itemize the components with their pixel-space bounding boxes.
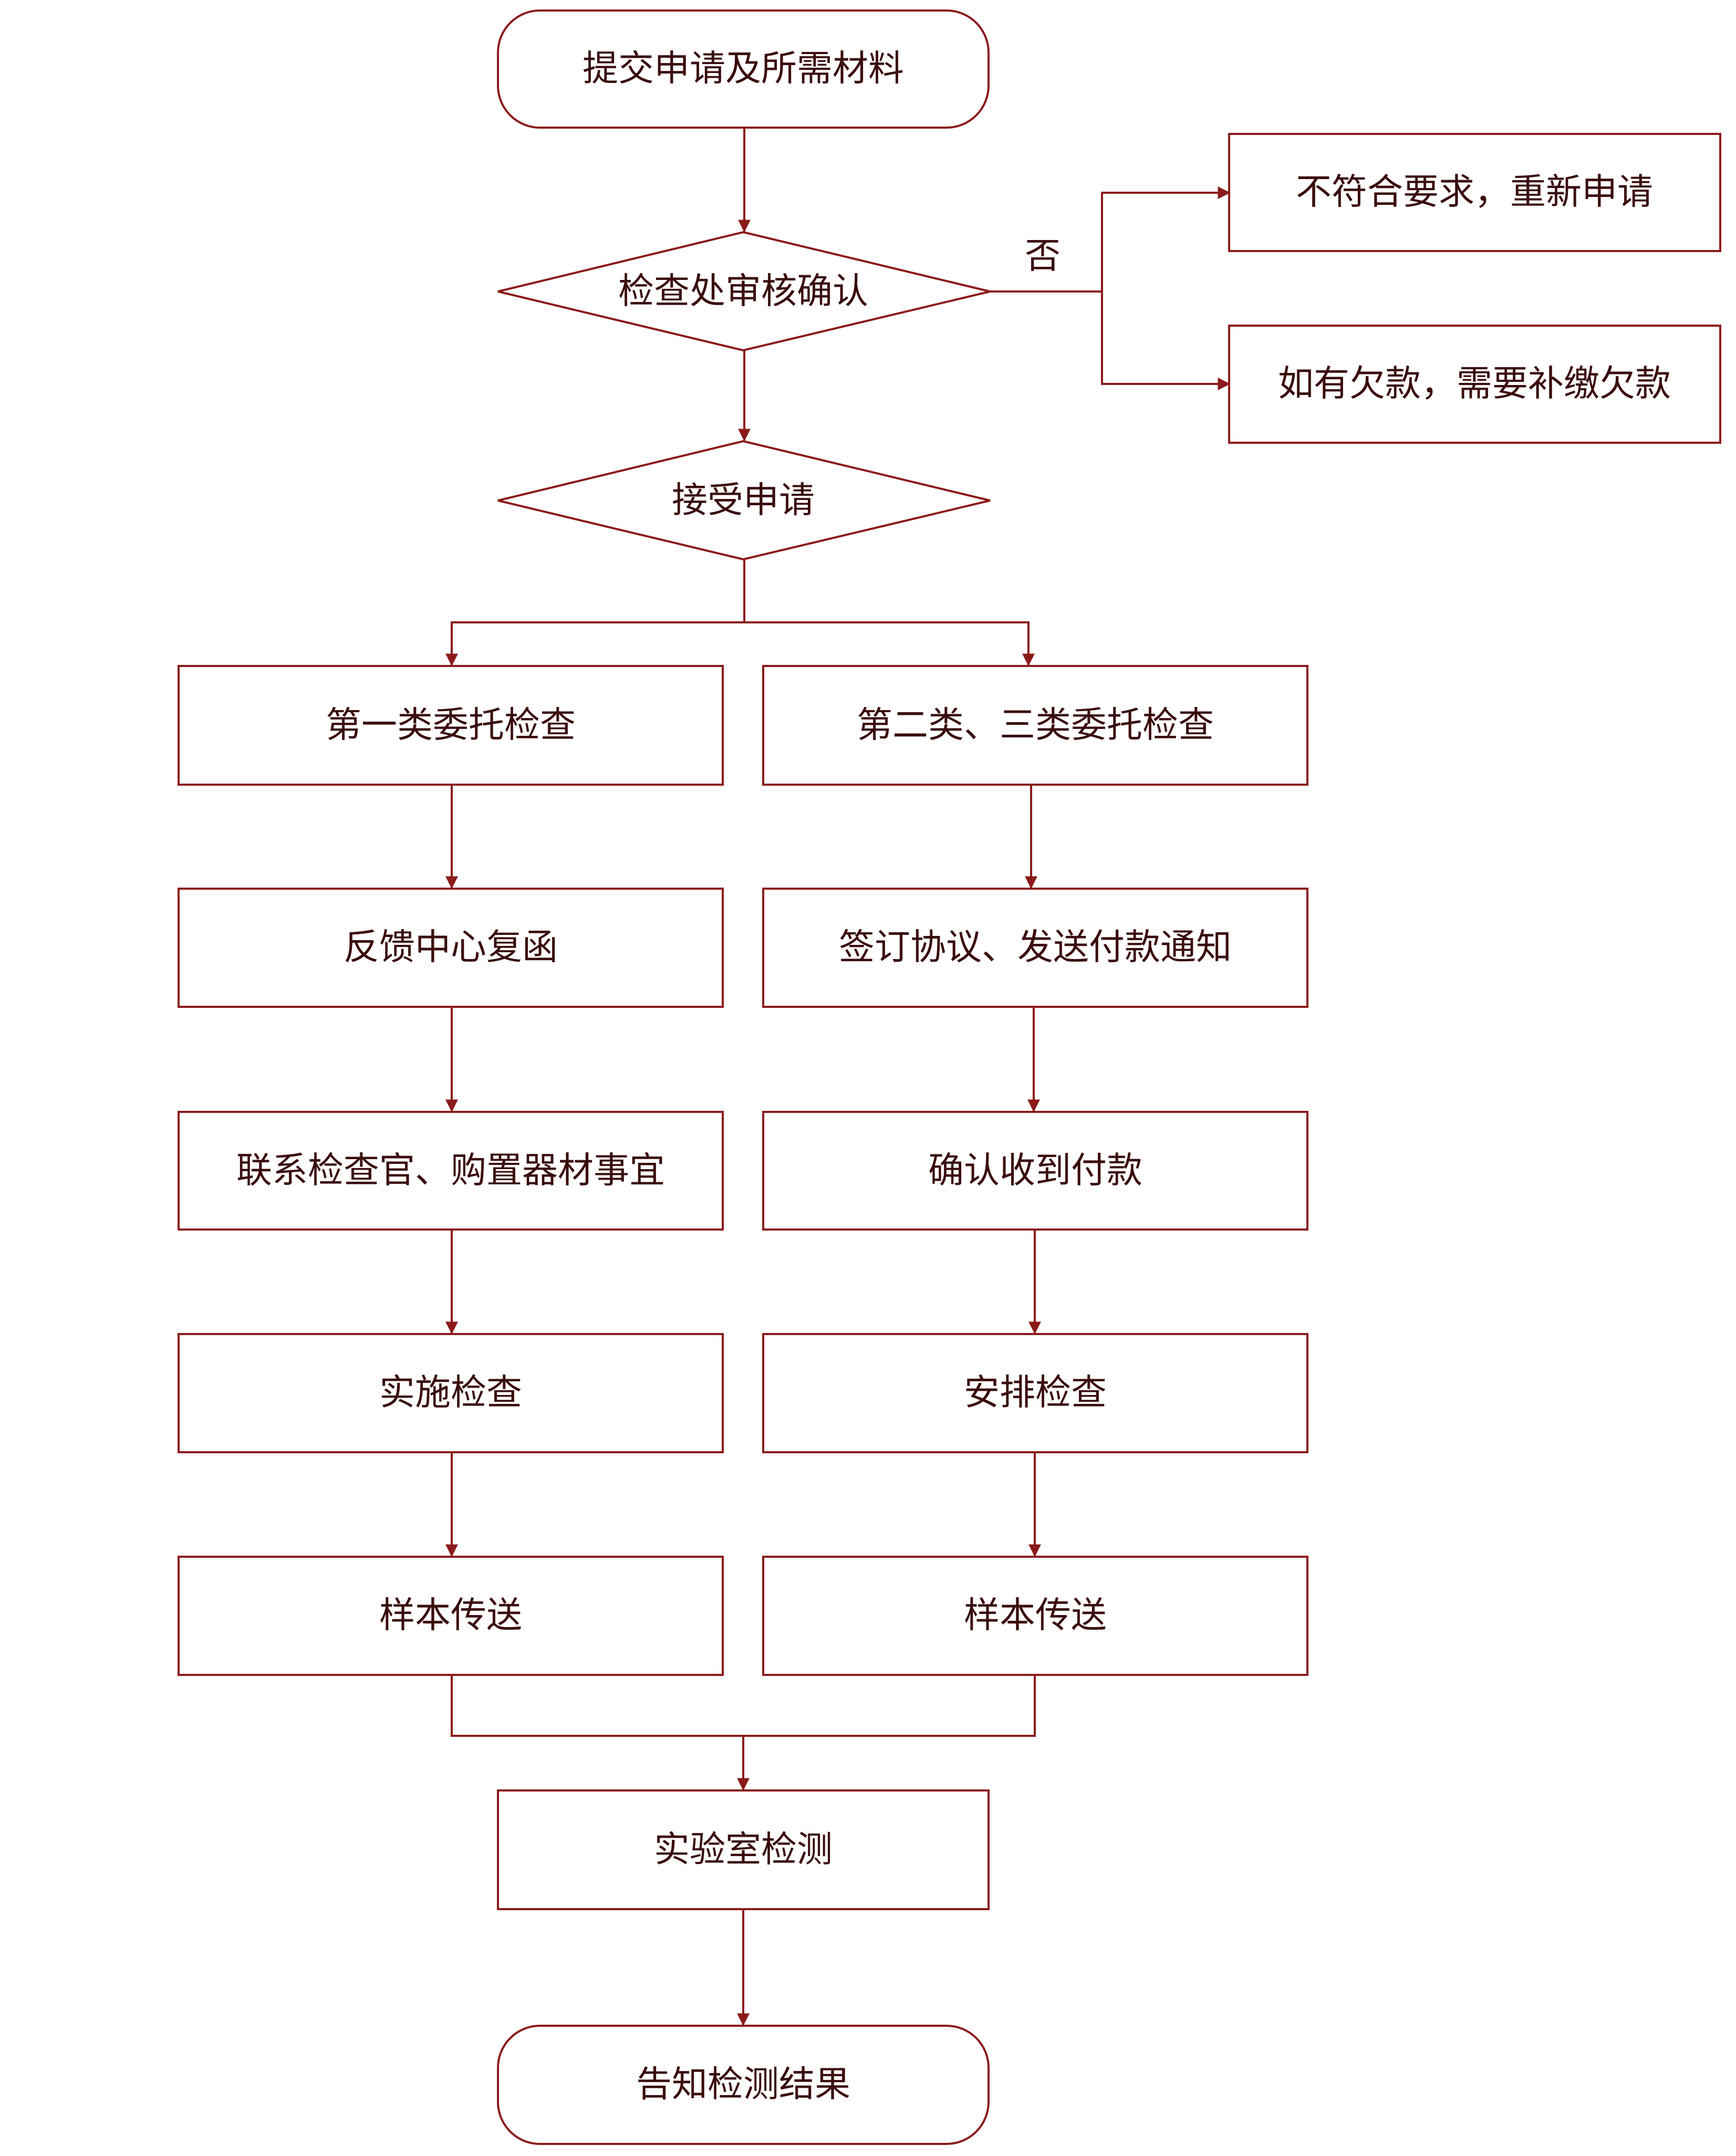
right-step-label: 签订协议、发送付款通知 [839, 927, 1232, 968]
right-step-label: 安排检查 [964, 1372, 1107, 1414]
left-step-label: 反馈中心复函 [344, 927, 558, 968]
arrears-label: 如有欠款，需要补缴欠款 [1278, 363, 1671, 405]
left-branch-title-node: 第一类委托检查 [178, 665, 724, 786]
no-branch-label: 否 [1025, 236, 1061, 277]
edge-review-to-reject [990, 186, 1231, 293]
reject-label: 不符合要求，重新申请 [1296, 172, 1653, 213]
left-step-label: 样本传送 [379, 1595, 522, 1637]
right-step-node: 确认收到付款 [762, 1111, 1308, 1231]
left-step-node: 实施检查 [178, 1333, 724, 1453]
right-step-node: 签订协议、发送付款通知 [762, 888, 1308, 1008]
right-branch-title: 第二类、三类委托检查 [857, 705, 1214, 746]
right-step-node: 安排检查 [762, 1333, 1308, 1453]
accept-decision: 接受申请 [497, 440, 991, 561]
right-step-node: 样本传送 [762, 1556, 1308, 1676]
left-step-node: 联系检查官、购置器材事宜 [178, 1111, 724, 1231]
start-label: 提交申请及所需材料 [583, 48, 904, 90]
edge-review-to-arrears [1101, 291, 1231, 390]
right-branch-title-node: 第二类、三类委托检查 [762, 665, 1308, 786]
right-step-label: 样本传送 [964, 1595, 1107, 1637]
lab-label: 实验室检测 [654, 1829, 833, 1871]
edge-merge [451, 1675, 1036, 1737]
right-step-label: 确认收到付款 [928, 1150, 1142, 1192]
end-label: 告知检测结果 [636, 2064, 850, 2106]
reject-node: 不符合要求，重新申请 [1228, 133, 1721, 252]
end-node: 告知检测结果 [497, 2025, 990, 2145]
connectors [445, 128, 1231, 2026]
start-node: 提交申请及所需材料 [497, 9, 990, 129]
left-step-label: 实施检查 [379, 1372, 522, 1414]
edge-accept-to-right [744, 621, 1035, 666]
edge-accept-to-left [445, 559, 745, 666]
lab-node: 实验室检测 [497, 1789, 990, 1910]
review-label: 检查处审核确认 [618, 271, 868, 313]
arrears-node: 如有欠款，需要补缴欠款 [1228, 325, 1721, 444]
accept-label: 接受申请 [672, 480, 815, 522]
left-step-node: 反馈中心复函 [178, 888, 724, 1008]
review-decision: 检查处审核确认 [497, 231, 991, 352]
left-branch-title: 第一类委托检查 [326, 705, 576, 746]
left-step-label: 联系检查官、购置器材事宜 [236, 1150, 665, 1192]
left-step-node: 样本传送 [178, 1556, 724, 1676]
